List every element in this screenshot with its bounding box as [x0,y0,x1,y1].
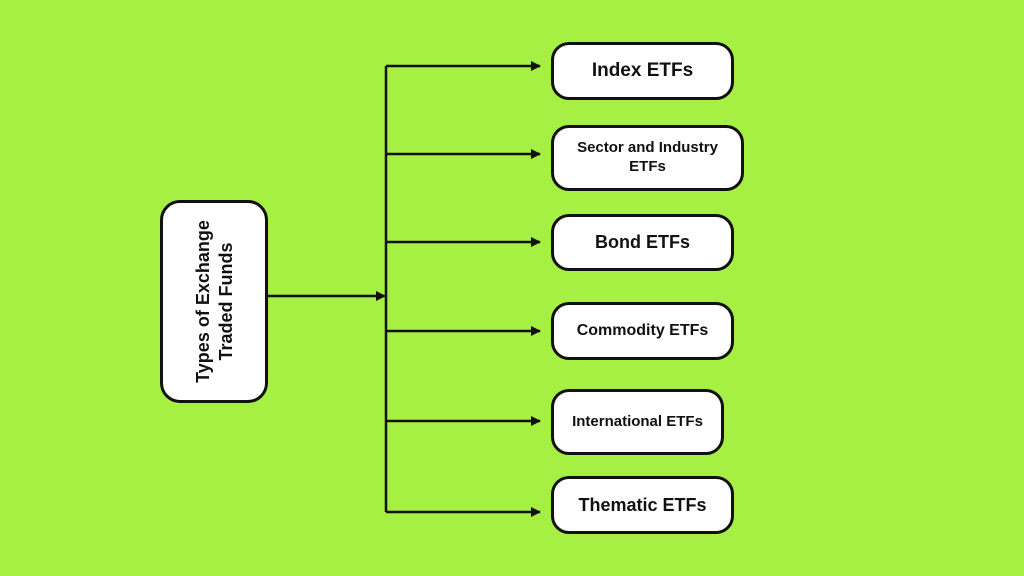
node-sector-industry-etfs: Sector and Industry ETFs [551,125,744,191]
node-international-etfs: International ETFs [551,389,724,455]
root-node-label: Types of Exchange Traded Funds [192,220,237,383]
node-commodity-etfs: Commodity ETFs [551,302,734,360]
node-bond-etfs: Bond ETFs [551,214,734,271]
node-thematic-etfs: Thematic ETFs [551,476,734,534]
root-label-line2: Traded Funds [215,242,235,361]
root-node: Types of Exchange Traded Funds [160,200,268,403]
node-index-etfs: Index ETFs [551,42,734,100]
root-label-line1: Types of Exchange [192,220,213,383]
